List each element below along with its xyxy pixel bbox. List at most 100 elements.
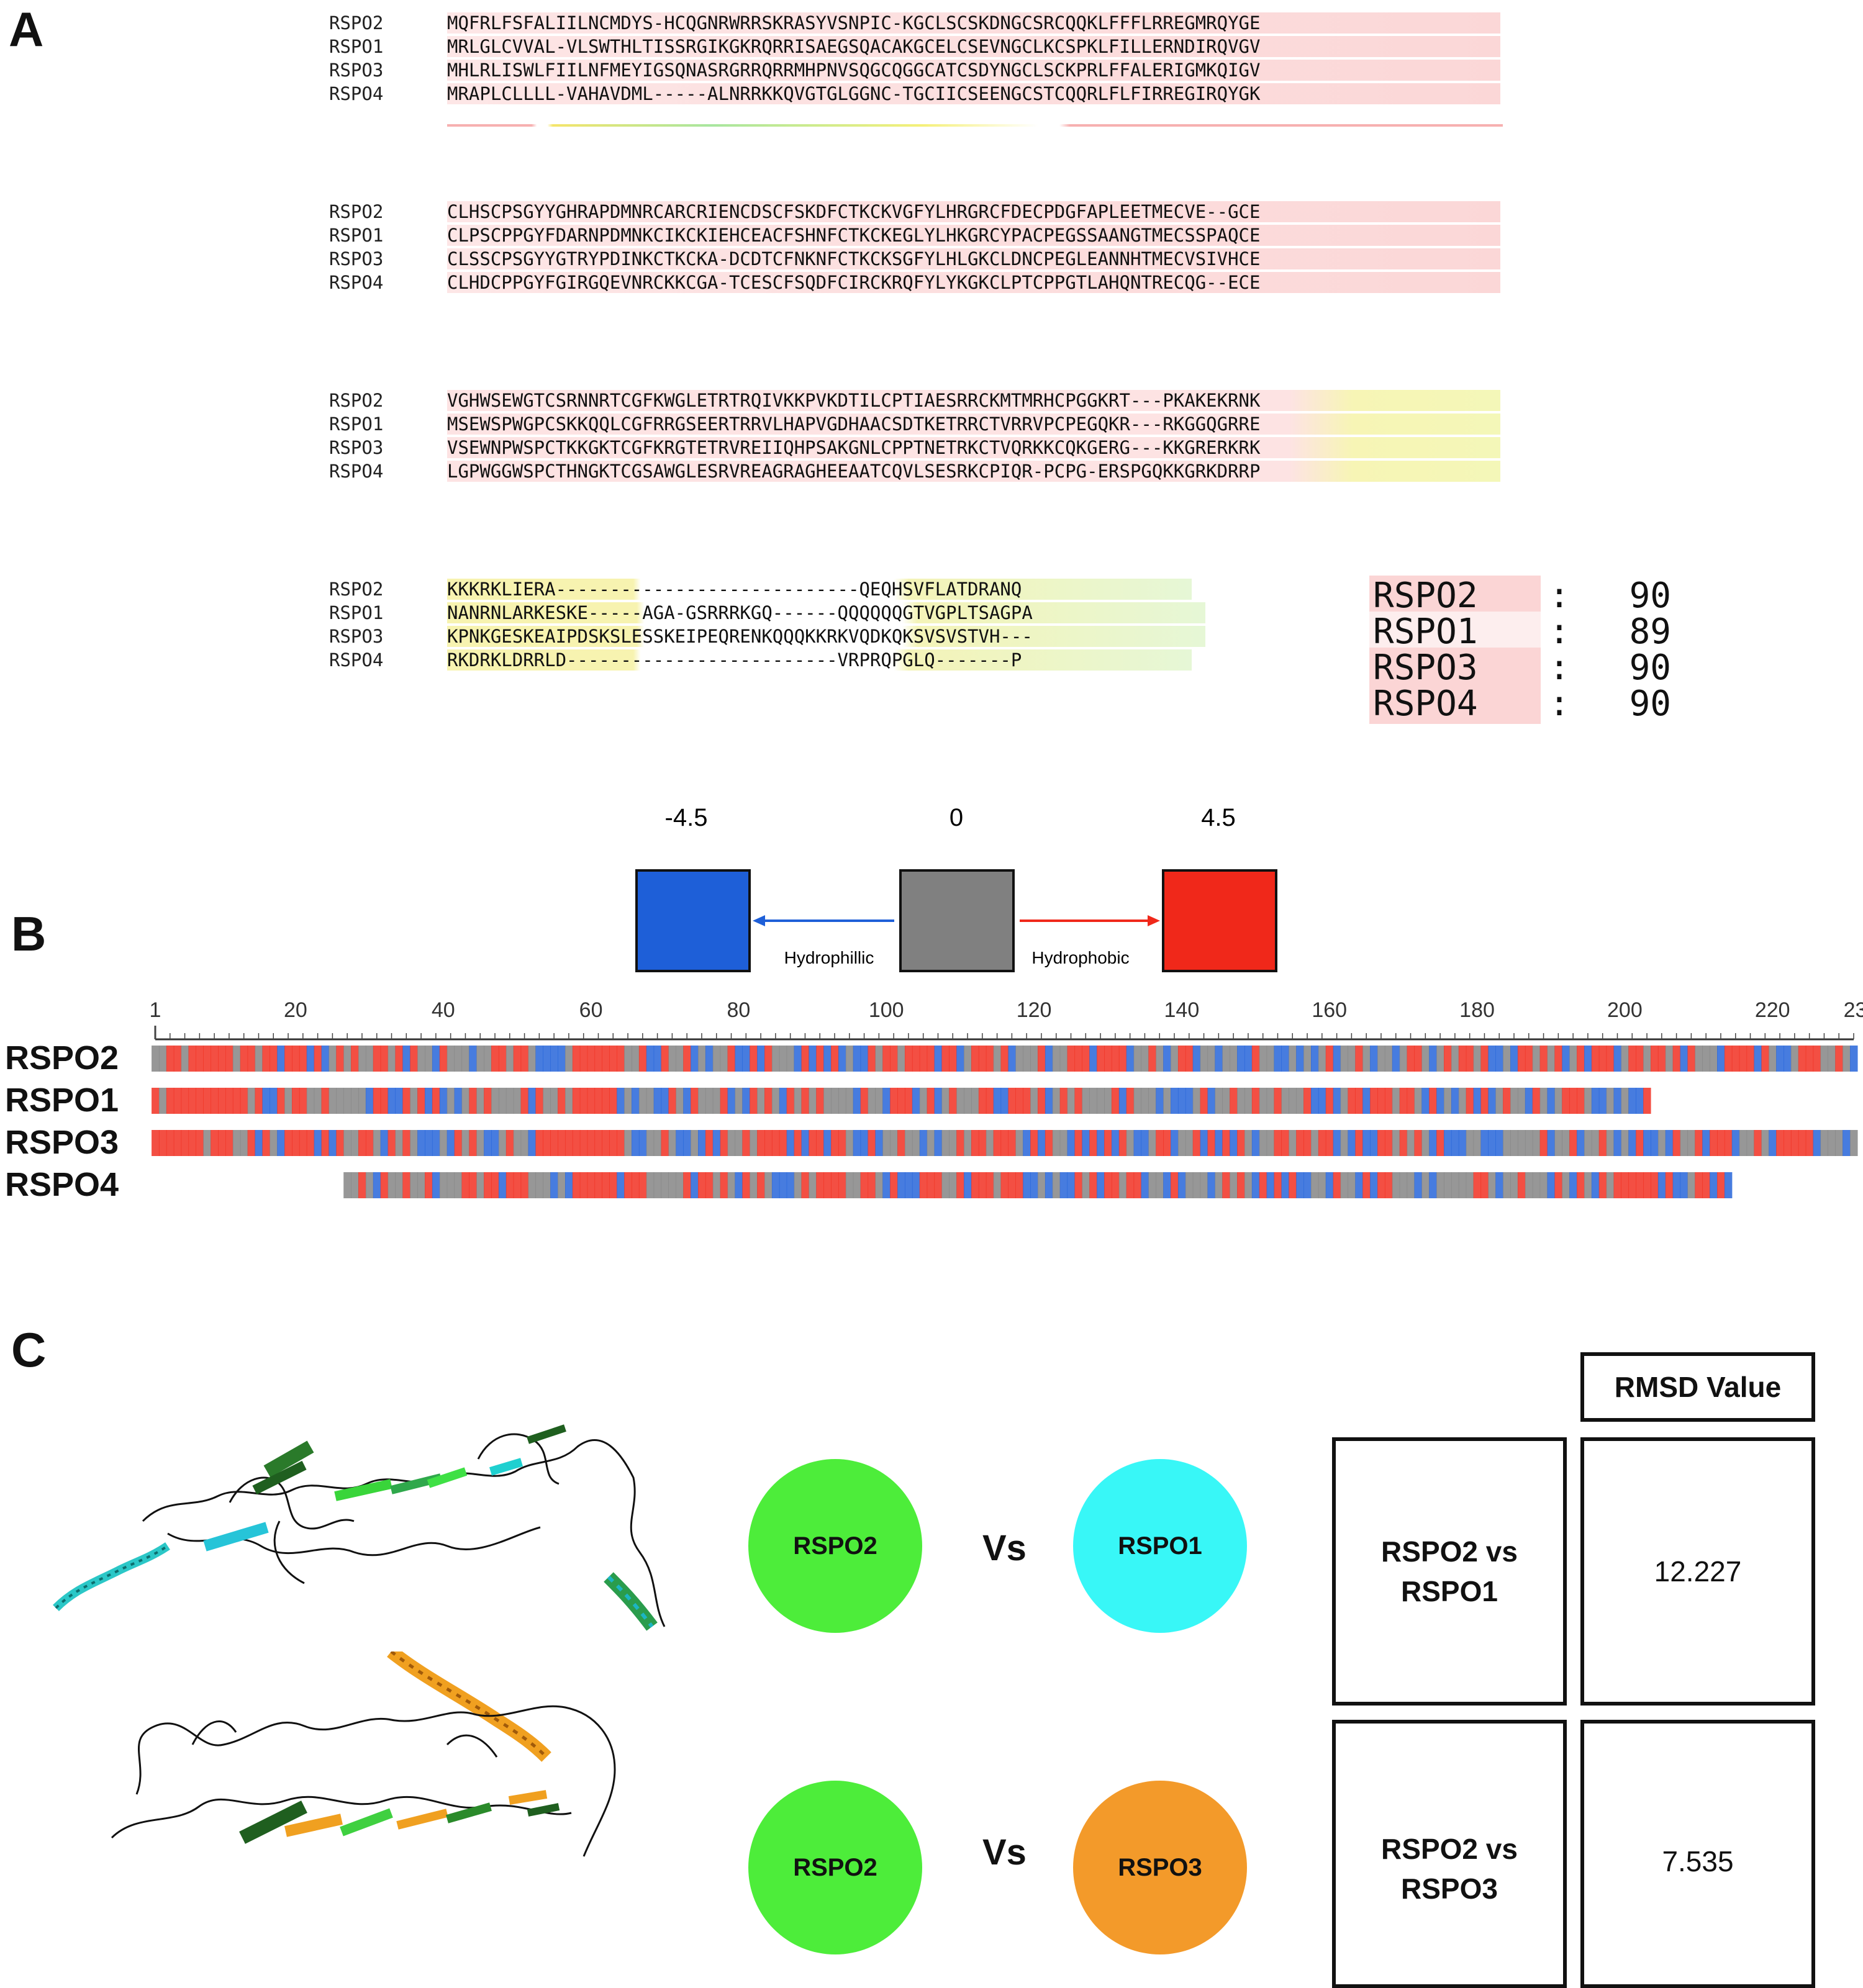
residue-cell <box>1621 1088 1629 1114</box>
residue-cell <box>439 1130 448 1156</box>
residue-cell <box>410 1130 418 1156</box>
residue-cell <box>602 1088 610 1114</box>
residue-cell <box>1503 1172 1511 1198</box>
residue-cell <box>1392 1088 1400 1114</box>
residue-cell <box>513 1130 522 1156</box>
residue-cell <box>941 1046 950 1072</box>
residue-cell <box>321 1088 330 1114</box>
residue-cell <box>661 1130 669 1156</box>
panel-label-b: B <box>11 906 47 961</box>
residue-cell <box>270 1046 278 1072</box>
residue-cell <box>705 1046 714 1072</box>
residue-cell <box>1835 1130 1843 1156</box>
axis-tick-label: 60 <box>579 998 603 1022</box>
residue-cell <box>1052 1130 1061 1156</box>
residue-cell <box>1444 1088 1452 1114</box>
residue-cell <box>1813 1046 1821 1072</box>
residue-cell <box>838 1088 846 1114</box>
residue-cell <box>1761 1130 1769 1156</box>
residue-cell <box>498 1088 507 1114</box>
residue-cell <box>439 1172 448 1198</box>
residue-cell <box>771 1130 780 1156</box>
residue-cell <box>1495 1130 1503 1156</box>
residue-cell <box>1547 1088 1556 1114</box>
residue-cell <box>402 1172 410 1198</box>
residue-cell <box>1074 1088 1082 1114</box>
residue-cell <box>1059 1046 1068 1072</box>
residue-cell <box>1303 1130 1312 1156</box>
residue-cell <box>365 1130 374 1156</box>
residue-cell <box>1480 1046 1489 1072</box>
residue-cell <box>1303 1088 1312 1114</box>
residue-cell <box>1717 1172 1725 1198</box>
residue-cell <box>1554 1130 1562 1156</box>
residue-cell <box>919 1130 928 1156</box>
residue-cell <box>860 1130 869 1156</box>
residue-cell <box>1045 1130 1053 1156</box>
residue-cell <box>528 1046 537 1072</box>
residue-cell <box>587 1130 596 1156</box>
residue-cell <box>1192 1172 1201 1198</box>
residue-cell <box>564 1088 573 1114</box>
residue-cell <box>1200 1172 1208 1198</box>
residue-cell <box>934 1088 943 1114</box>
residue-cell <box>1790 1046 1799 1072</box>
residue-cell <box>291 1088 300 1114</box>
residue-cell <box>882 1088 891 1114</box>
residue-cell <box>1045 1172 1053 1198</box>
residue-cell <box>1325 1130 1334 1156</box>
residue-cell <box>1739 1046 1747 1072</box>
residue-cell <box>1296 1130 1304 1156</box>
residue-cell <box>845 1046 854 1072</box>
residue-cell <box>461 1172 469 1198</box>
residue-cell <box>454 1130 463 1156</box>
residue-cell <box>720 1088 728 1114</box>
residue-cell <box>543 1130 551 1156</box>
residue-cell <box>757 1088 765 1114</box>
sequence-residues: RKDRKLDRRLD-------------------------VRPR… <box>447 649 1192 671</box>
residue-cell <box>1429 1130 1437 1156</box>
identity-sep: : <box>1549 683 1570 724</box>
residue-cell <box>816 1130 824 1156</box>
residue-cell <box>232 1046 241 1072</box>
sequence-residues: MQFRLFSFALIILNCMDYS-HCQGNRWRRSKRASYVSNPI… <box>447 12 1500 34</box>
residue-cell <box>771 1172 780 1198</box>
residue-cell <box>993 1172 1002 1198</box>
residue-cell <box>484 1088 492 1114</box>
residue-cell <box>1657 1130 1666 1156</box>
residue-cell <box>1473 1088 1482 1114</box>
residue-cell <box>986 1172 994 1198</box>
residue-cell <box>299 1046 307 1072</box>
residue-cell <box>1008 1172 1016 1198</box>
residue-cell <box>1244 1046 1253 1072</box>
axis-tick-label: 160 <box>1312 998 1347 1022</box>
residue-cell <box>173 1088 182 1114</box>
conservation-bar <box>447 124 1503 127</box>
residue-cell <box>1613 1130 1622 1156</box>
residue-cell <box>1325 1172 1334 1198</box>
residue-cell <box>1370 1088 1378 1114</box>
residue-cell <box>1547 1172 1556 1198</box>
residue-cell <box>1384 1172 1393 1198</box>
sequence-residues: KPNKGESKEAIPDSKSLESSKEIPEQRENKQQQKKRKVQD… <box>447 626 1205 647</box>
residue-cell <box>564 1046 573 1072</box>
residue-cell <box>1303 1046 1312 1072</box>
residue-cell <box>1628 1046 1636 1072</box>
residue-cell <box>1200 1088 1208 1114</box>
residue-cell <box>617 1088 625 1114</box>
residue-cell <box>461 1088 469 1114</box>
residue-cell <box>1038 1046 1046 1072</box>
residue-cell <box>1532 1046 1541 1072</box>
residue-cell <box>1067 1046 1076 1072</box>
residue-cell <box>646 1088 655 1114</box>
residue-cell <box>801 1172 809 1198</box>
residue-cell <box>1333 1088 1341 1114</box>
residue-cell <box>454 1172 463 1198</box>
residue-cell <box>1177 1130 1186 1156</box>
residue-cell <box>934 1130 943 1156</box>
residue-cell <box>1577 1088 1585 1114</box>
sequence-residues: NANRNLARKESKE-----AGA-GSRRRKGQ------QQQQ… <box>447 602 1205 623</box>
